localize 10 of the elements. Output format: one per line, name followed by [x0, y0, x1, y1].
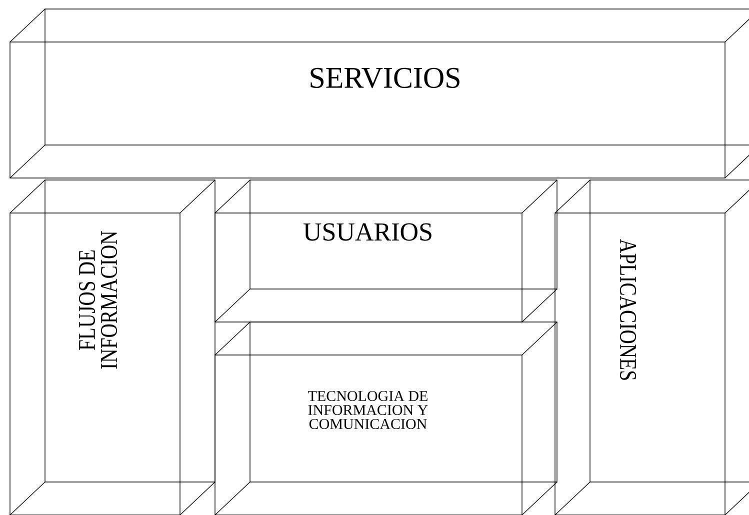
cuboid-box [214, 322, 558, 515]
box-label: SERVICIOS [310, 68, 460, 88]
box-label: USUARIOS [304, 223, 432, 241]
box-label: APLICACIONES [620, 239, 636, 380]
cuboid-box [10, 180, 216, 515]
box-label: FLUJOS DE INFORMACION [78, 231, 118, 369]
cuboid-box [554, 180, 749, 515]
box-label: TECNOLOGIA DE INFORMACION Y COMUNICACION [308, 390, 428, 430]
cuboid-box [214, 180, 558, 322]
cuboid-box [10, 8, 749, 178]
